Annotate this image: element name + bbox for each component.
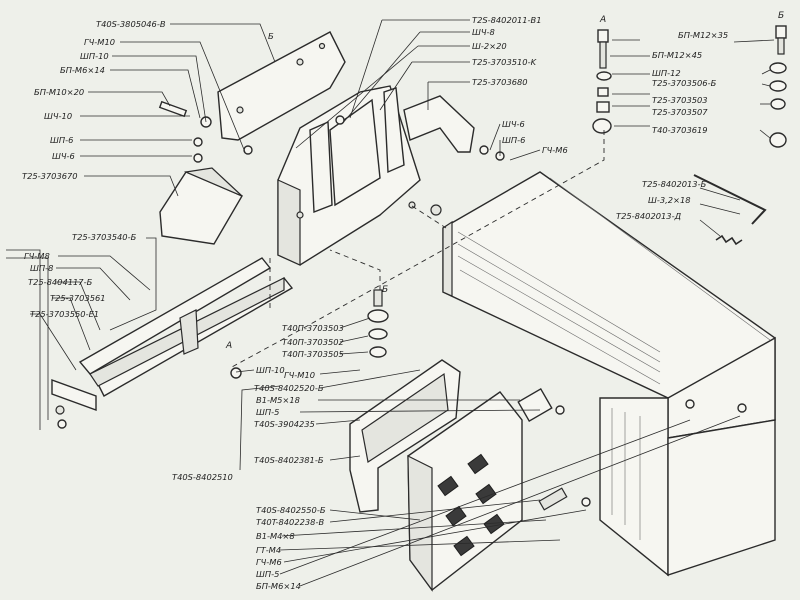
hood-body: [442, 171, 776, 577]
spring-rod: [693, 174, 767, 246]
label-shp-12: ШП-12: [652, 68, 681, 78]
label-sh-2x20: Ш-2×20: [472, 41, 507, 51]
label-gt-m4: ГТ-М4: [256, 545, 281, 555]
label-t25-3703540: T25-3703540-Б: [72, 232, 137, 242]
label-t40s-8402381: T40S-8402381-Б: [254, 455, 324, 465]
leader-lines: [6, 19, 775, 587]
label-sh4-6-left: ШЧ-6: [52, 151, 75, 161]
label-shp-10-mid: ШП-10: [256, 365, 285, 375]
label-t40p-3703503: T40П-3703503: [282, 323, 344, 333]
label-t40s-3904235: T40S-3904235: [254, 419, 315, 429]
label-t2s-8402011-b1: T2S-8402011-B1: [472, 15, 542, 25]
label-t25-3703561: T25-3703561: [50, 293, 106, 303]
assembly-dash-lines: [229, 130, 605, 369]
label-b-top-left: Б: [268, 31, 274, 41]
label-gch-m8: ГЧ-М8: [24, 251, 50, 261]
part-labels: T2S-8402011-B1 ШЧ-8 Ш-2×20 T25-3703510-K…: [22, 11, 784, 591]
label-bp-m6x14-top: БП-М6×14: [60, 65, 105, 75]
label-sh4-6-mid: ШЧ-6: [502, 119, 525, 129]
label-t40s-8402550: T40S-8402550-Б: [256, 505, 326, 515]
label-t25-8402013-b: T25-8402013-Б: [642, 179, 707, 189]
label-t25-3703506: T25-3703506-Б: [652, 78, 717, 88]
rubber-mount-stack: [367, 289, 389, 358]
label-shp-5-mid: ШП-5: [256, 407, 279, 417]
label-b-top-right: Б: [778, 11, 784, 21]
label-shp-5-bottom: ШП-5: [256, 569, 279, 579]
fastener-stack-a: [592, 29, 612, 134]
label-t40t-8402238: T40T-8402238-В: [256, 517, 324, 527]
label-t40s-3805046: T40S-3805046-B: [96, 19, 166, 29]
label-t40s-8402510: T40S-8402510: [172, 472, 233, 482]
grille-panel: [407, 391, 523, 592]
label-bp-m12x45: БП-М12×45: [652, 50, 702, 60]
label-t25-3703503: T25-3703503: [652, 95, 708, 105]
label-b-mid: Б: [382, 285, 388, 295]
label-bp-m12x35: БП-М12×35: [678, 30, 728, 40]
label-a-top: А: [599, 15, 606, 25]
label-bp-m6x14-bottom: БП-М6×14: [256, 581, 301, 591]
label-v1-m5x18: В1-М5×18: [256, 395, 300, 405]
label-t25-3703550: T25-3703550-Е1: [30, 309, 99, 319]
label-t25-3703510: T25-3703510-K: [472, 57, 537, 67]
label-a-mid: А: [225, 341, 232, 351]
long-rail: [78, 257, 294, 397]
label-sh4-10: ШЧ-10: [44, 111, 72, 121]
label-t25-8402013-d: T25-8402013-Д: [616, 211, 682, 221]
label-sh-32x18: Ш-3,2×18: [648, 195, 691, 205]
deflector: [159, 167, 244, 245]
label-gch-m6-bottom: ГЧ-М6: [256, 557, 282, 567]
label-gch-m6-mid: ГЧ-М6: [542, 145, 568, 155]
label-t40-3703619: T40-3703619: [652, 125, 708, 135]
label-shp-8: ШП-8: [30, 263, 53, 273]
label-bp-m10x20: БП-М10×20: [34, 87, 84, 97]
label-t25-3703680: T25-3703680: [472, 77, 528, 87]
label-t25-3703507: T25-3703507: [652, 107, 708, 117]
bracket-plate: [217, 31, 346, 141]
label-gch-m10-top: ГЧ-М10: [84, 37, 115, 47]
center-frame: [277, 85, 442, 266]
fastener-stack-b: [769, 25, 787, 148]
label-shp-6-mid: ШП-6: [502, 135, 525, 145]
label-gch-m10-mid: ГЧ-М10: [284, 370, 315, 380]
label-t40p-3703505: T40П-3703505: [282, 349, 344, 359]
small-bracket: [403, 95, 475, 153]
latch: [517, 388, 568, 511]
label-shp-10-top: ШП-10: [80, 51, 109, 61]
label-sh4-8: ШЧ-8: [472, 27, 495, 37]
door-frame: [349, 359, 461, 513]
label-t25-8404117: T25-8404117-Б: [28, 277, 93, 287]
label-t25-3703670: T25-3703670: [22, 171, 78, 181]
hinge-bracket: [51, 379, 97, 415]
fasteners-left: [57, 100, 747, 507]
label-shp-6-left: ШП-6: [50, 135, 73, 145]
label-t40s-8402520: T40S-8402520-Б: [254, 383, 324, 393]
label-t40p-3703502: T40П-3703502: [282, 337, 344, 347]
label-v1-m4x8: В1-М4×8: [256, 531, 295, 541]
